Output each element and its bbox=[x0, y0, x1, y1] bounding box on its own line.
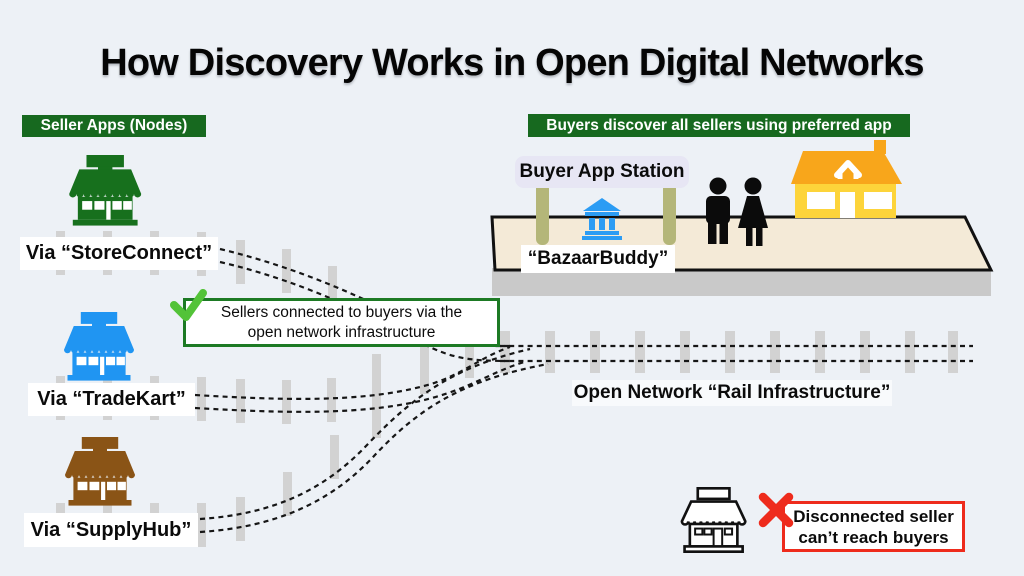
open-network-label: Open Network “Rail Infrastructure” bbox=[572, 380, 892, 406]
seller-apps-header: Seller Apps (Nodes) bbox=[22, 115, 206, 137]
store-icon-tradekart bbox=[64, 312, 134, 381]
buyer-woman-icon bbox=[738, 177, 768, 246]
disconnected-alert: Disconnected seller can’t reach buyers bbox=[782, 501, 965, 552]
disconnected-line2: can’t reach buyers bbox=[798, 527, 949, 547]
seller-label-tradekart: Via “TradeKart” bbox=[28, 383, 195, 416]
store-icon-supplyhub bbox=[65, 437, 135, 506]
page-title: How Discovery Works in Open Digital Netw… bbox=[100, 42, 924, 84]
sign-posts bbox=[536, 183, 676, 245]
house-icon bbox=[791, 140, 902, 218]
seller-label-supplyhub: Via “SupplyHub” bbox=[24, 513, 198, 547]
callout-line2: open network infrastructure bbox=[247, 323, 436, 341]
disconnected-store-icon bbox=[680, 487, 747, 554]
buyer-man-icon bbox=[706, 177, 730, 244]
connected-callout: Sellers connected to buyers via the open… bbox=[183, 298, 500, 347]
disconnected-line1: Disconnected seller bbox=[793, 506, 954, 526]
callout-line1: Sellers connected to buyers via the bbox=[220, 303, 463, 321]
seller-label-storeconnect: Via “StoreConnect” bbox=[20, 237, 218, 270]
store-icon-storeconnect bbox=[69, 155, 142, 226]
buyer-app-station-sign: Buyer App Station bbox=[515, 156, 689, 188]
bank-icon bbox=[582, 198, 622, 240]
buyers-discover-header: Buyers discover all sellers using prefer… bbox=[528, 114, 910, 137]
bazaarbuddy-label: “BazaarBuddy” bbox=[521, 245, 675, 273]
